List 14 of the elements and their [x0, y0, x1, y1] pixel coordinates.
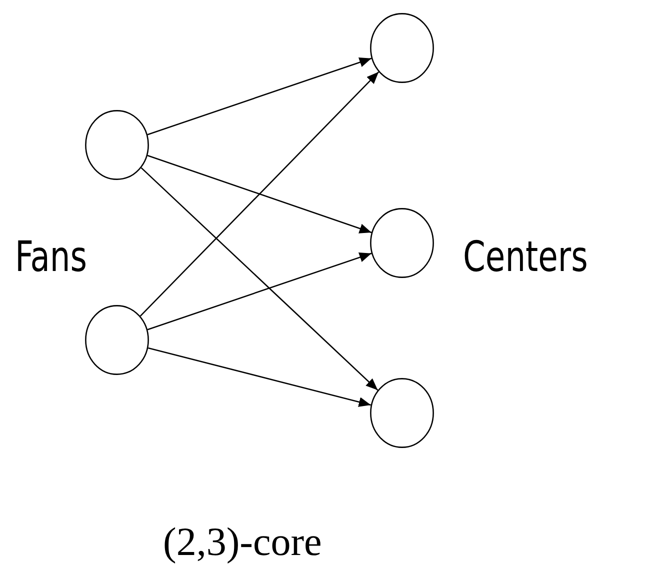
- arrow: [148, 347, 371, 407]
- node-circle: [370, 13, 434, 83]
- arrow: [147, 58, 372, 136]
- group-label: Centers: [463, 232, 588, 281]
- node-circle: [85, 305, 149, 375]
- caption: (2,3)-core: [163, 518, 322, 564]
- node-circle: [370, 378, 434, 448]
- arrow: [140, 167, 378, 391]
- arrow: [147, 252, 372, 330]
- arrow: [147, 154, 372, 234]
- node-circle: [85, 110, 149, 180]
- group-label: Fans: [15, 232, 87, 281]
- arrow: [140, 71, 380, 317]
- node-circle: [370, 208, 434, 278]
